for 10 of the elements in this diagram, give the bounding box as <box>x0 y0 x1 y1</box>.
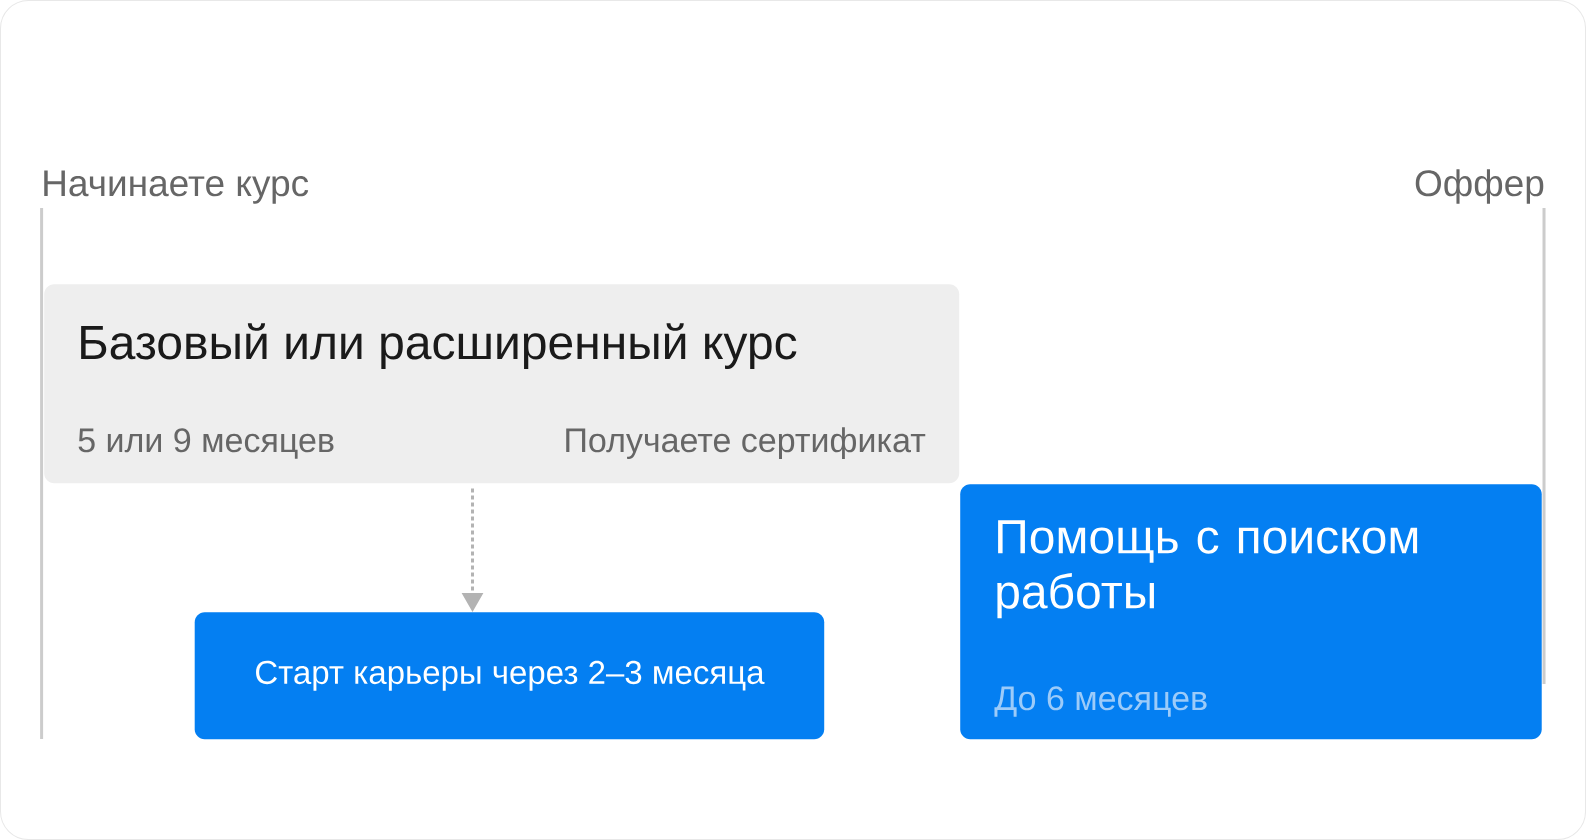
milestone-label: Начинаете курс <box>44 170 309 204</box>
course-box <box>44 284 960 484</box>
note-text: Получаете сертификат <box>566 427 926 460</box>
box-heading: Базовый или расширенный курс <box>81 323 797 369</box>
duration-text: До 6 месяцев <box>994 686 1207 717</box>
milestone-box: Старт карьеры через 2–3 месяца <box>194 612 825 740</box>
info-box <box>960 484 1542 740</box>
milestone-label: Оффер <box>1415 169 1544 204</box>
box-heading: Помощь с поиском работы <box>997 520 1418 619</box>
duration-text: 5 или 9 месяцев <box>78 428 334 459</box>
